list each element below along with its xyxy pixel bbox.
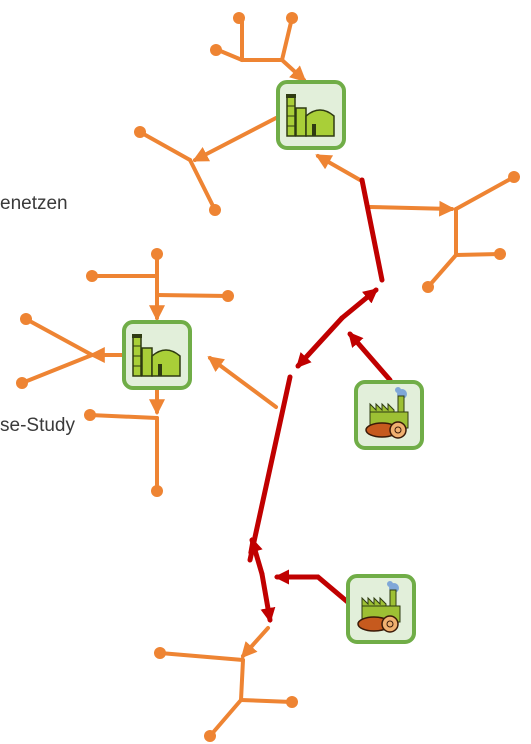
branch-node bbox=[84, 409, 96, 421]
branch-node bbox=[494, 248, 506, 260]
branch-line bbox=[454, 175, 516, 211]
branch-line bbox=[158, 651, 245, 662]
branch-node bbox=[151, 248, 163, 260]
branch-node bbox=[134, 126, 146, 138]
branch-nodes bbox=[16, 12, 520, 742]
branch-line bbox=[138, 130, 192, 162]
main-line bbox=[359, 177, 385, 283]
text-fragment-bottom: se-Study bbox=[0, 415, 75, 436]
main-arrow bbox=[295, 315, 345, 369]
branch-arrow bbox=[207, 356, 278, 409]
branch-node bbox=[151, 485, 163, 497]
main-arrow bbox=[274, 569, 353, 607]
branch-line bbox=[239, 698, 294, 704]
branch-line bbox=[188, 158, 217, 212]
branch-node bbox=[16, 377, 28, 389]
branch-arrow bbox=[192, 116, 278, 162]
wood-factory-icon bbox=[346, 574, 416, 644]
branch-line bbox=[155, 293, 230, 298]
branch-node bbox=[508, 171, 520, 183]
text-fragment-top: enetzen bbox=[0, 193, 68, 214]
branch-node bbox=[204, 730, 216, 742]
branch-line bbox=[454, 252, 502, 257]
wood-factory-icon bbox=[354, 380, 424, 450]
main-line bbox=[247, 374, 293, 563]
branch-node bbox=[222, 290, 234, 302]
branch-node bbox=[286, 696, 298, 708]
main-arrow bbox=[248, 537, 265, 577]
branch-line bbox=[88, 413, 159, 420]
branch-line bbox=[239, 658, 245, 702]
branch-line bbox=[216, 48, 244, 62]
branch-network bbox=[20, 16, 516, 738]
branch-arrow bbox=[315, 154, 362, 182]
branch-node bbox=[86, 270, 98, 282]
branch-arrow bbox=[368, 200, 456, 217]
branch-line bbox=[208, 698, 243, 738]
branch-line bbox=[20, 353, 94, 385]
branch-line bbox=[24, 317, 94, 357]
branch-node bbox=[233, 12, 245, 24]
branch-node bbox=[286, 12, 298, 24]
biogas-plant-icon bbox=[122, 320, 192, 390]
main-arrow bbox=[347, 331, 393, 383]
branch-node bbox=[422, 281, 434, 293]
main-pipeline bbox=[247, 177, 393, 623]
branch-arrow bbox=[240, 626, 270, 659]
main-arrow bbox=[339, 287, 379, 321]
biogas-plant-icon bbox=[276, 80, 346, 150]
main-arrow bbox=[259, 571, 276, 623]
branch-line bbox=[280, 16, 294, 62]
branch-line bbox=[426, 253, 458, 289]
branch-node bbox=[210, 44, 222, 56]
branch-arrow bbox=[280, 58, 307, 83]
branch-node bbox=[209, 204, 221, 216]
branch-node bbox=[154, 647, 166, 659]
branch-node bbox=[20, 313, 32, 325]
